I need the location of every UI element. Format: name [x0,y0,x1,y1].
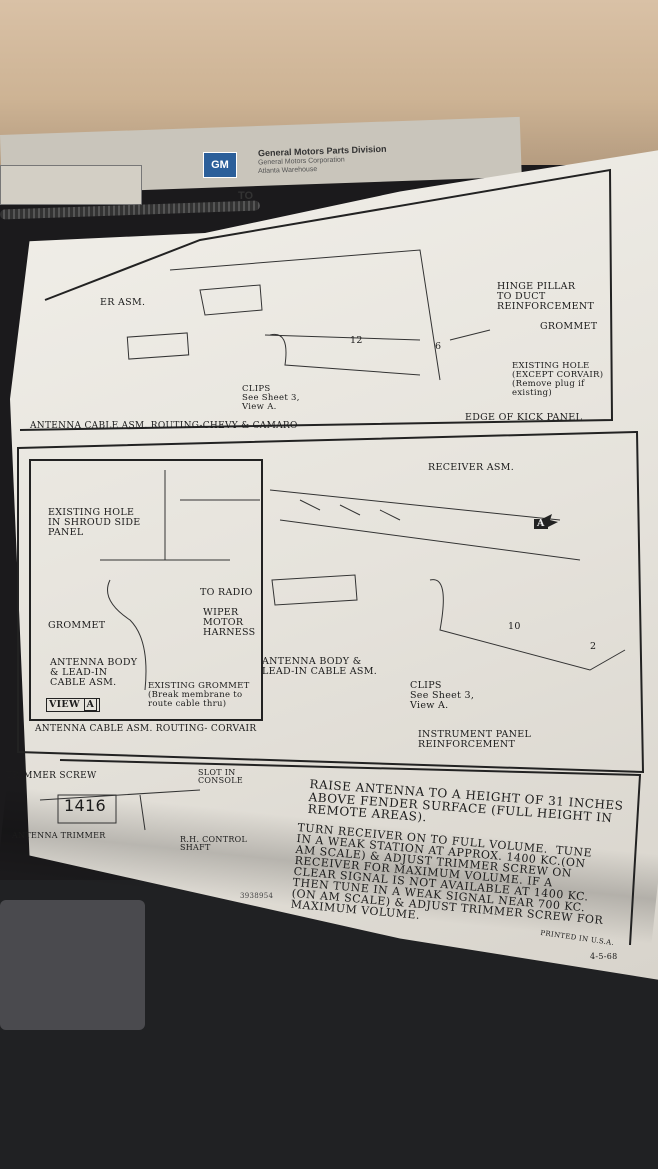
grommet-label: GROMMET [540,321,598,332]
existing-hole-label: EXISTING HOLE (EXCEPT CORVAIR) (Remove p… [512,361,604,398]
to-radio-label: TO RADIO [200,587,253,598]
instruction-sheet [10,150,658,980]
antenna-trimmer-label: ANTENNA TRIMMER [12,831,106,840]
receiver-label: ER ASM. [100,297,146,308]
view-arrow-icon [540,514,558,528]
receiver-asm-label: RECEIVER ASM. [428,462,515,473]
control-shaft-label: R.H. CONTROL SHAFT [180,835,248,853]
dimension-10: 10 [508,621,521,632]
gm-logo: GM [203,152,237,178]
box-side-label [0,165,142,205]
trimmer-screw-label: TRIMMER SCREW [6,771,97,781]
dial-window [57,794,117,824]
hinge-pillar-label: HINGE PILLAR TO DUCT REINFORCEMENT [497,281,595,312]
grommet-inset-label: GROMMET [48,620,106,631]
part-number: 3938954 [240,892,274,900]
to-text: TO [238,190,254,202]
panel2-border [17,430,645,774]
panel3-border [59,759,642,946]
instrument-panel-label: INSTRUMENT PANEL REINFORCEMENT [418,729,532,750]
existing-hole-shroud-label: EXISTING HOLE IN SHROUD SIDE PANEL [48,507,141,538]
clips-label: CLIPS See Sheet 3, View A. [242,384,300,412]
dimension-12: 12 [350,335,363,346]
slot-console-label: SLOT IN CONSOLE [198,768,243,786]
panel2-caption: ANTENNA CABLE ASM. ROUTING- CORVAIR [35,724,257,734]
wiper-harness-label: WIPER MOTOR HARNESS [203,607,256,638]
panel1-caption: ANTENNA CABLE ASM. ROUTING-CHEVY & CAMAR… [30,421,298,431]
clips-view-a-label: CLIPS See Sheet 3, View A. [410,680,475,711]
view-a-label: VIEW A [46,698,101,712]
view-letter: A [83,698,98,711]
antenna-body-label: ANTENNA BODY & LEAD-IN CABLE ASM. [262,656,378,677]
panel1-border [19,168,614,431]
dial-scale: 1416 [64,796,106,815]
edge-kick-panel-label: EDGE OF KICK PANEL [465,412,583,423]
panel2-inset-border [29,459,263,721]
radio-sketch-1 [126,332,190,360]
view-a-marker: A [534,519,548,529]
dimension-6: 6 [435,341,442,352]
existing-grommet-label: EXISTING GROMMET (Break membrane to rout… [148,681,250,709]
floor-mat [0,900,145,1030]
dimension-2: 2 [590,641,597,652]
antenna-body-inset-label: ANTENNA BODY & LEAD-IN CABLE ASM. [50,657,138,688]
view-text: VIEW [49,699,80,710]
print-date: 4-5-68 [590,952,618,961]
